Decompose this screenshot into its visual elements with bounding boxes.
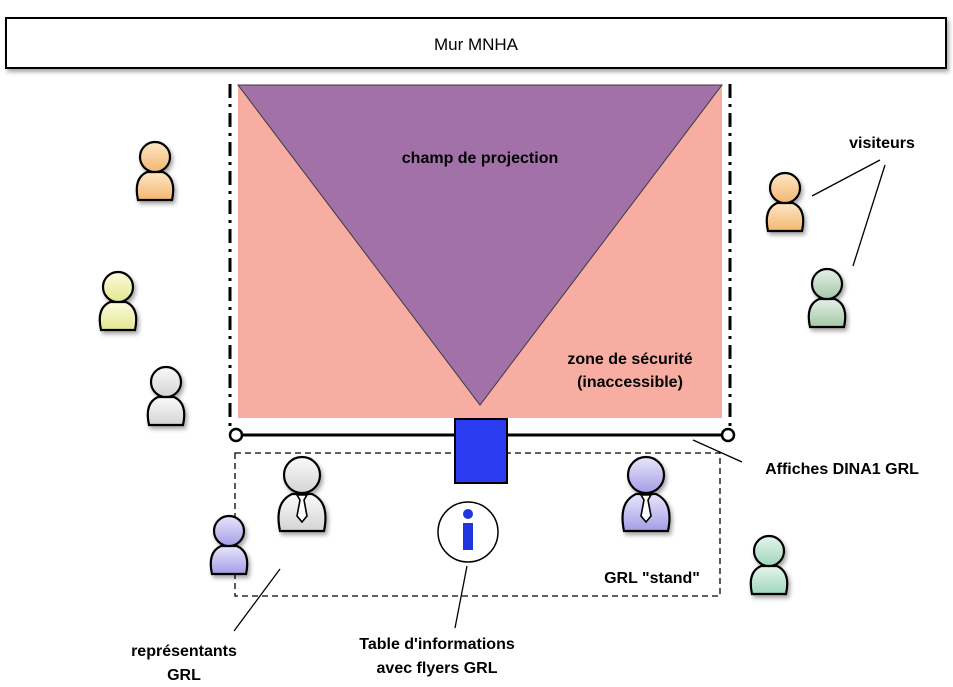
stand-label: GRL "stand" bbox=[604, 570, 700, 587]
visitor-icon bbox=[209, 514, 249, 576]
posters-label: Affiches DINA1 GRL bbox=[765, 461, 919, 478]
representative-icon bbox=[621, 455, 671, 533]
visitor-icon bbox=[146, 365, 186, 427]
table-label-line2: avec flyers GRL bbox=[377, 660, 498, 677]
table-label-line1: Table d'informations bbox=[359, 636, 515, 653]
visitor-icon bbox=[807, 267, 847, 329]
callout-lines bbox=[233, 159, 886, 632]
poster-block bbox=[454, 418, 508, 484]
safety-label-line2: (inaccessible) bbox=[577, 374, 683, 391]
visitor-icon bbox=[135, 140, 175, 202]
reps-label-line2: GRL bbox=[167, 667, 201, 684]
wall-label: Mur MNHA bbox=[434, 35, 519, 54]
visitors-label: visiteurs bbox=[849, 135, 915, 152]
projection-field bbox=[236, 84, 724, 406]
reps-label-line1: représentants bbox=[131, 643, 237, 660]
representative-icon bbox=[277, 455, 327, 533]
visitor-icon bbox=[98, 270, 138, 332]
projection-label: champ de projection bbox=[402, 150, 558, 167]
wall: Mur MNHA bbox=[5, 17, 947, 69]
info-icon bbox=[437, 501, 499, 563]
safety-label-line1: zone de sécurité bbox=[567, 351, 692, 368]
visitor-icon bbox=[749, 534, 789, 596]
visitor-icon bbox=[765, 171, 805, 233]
